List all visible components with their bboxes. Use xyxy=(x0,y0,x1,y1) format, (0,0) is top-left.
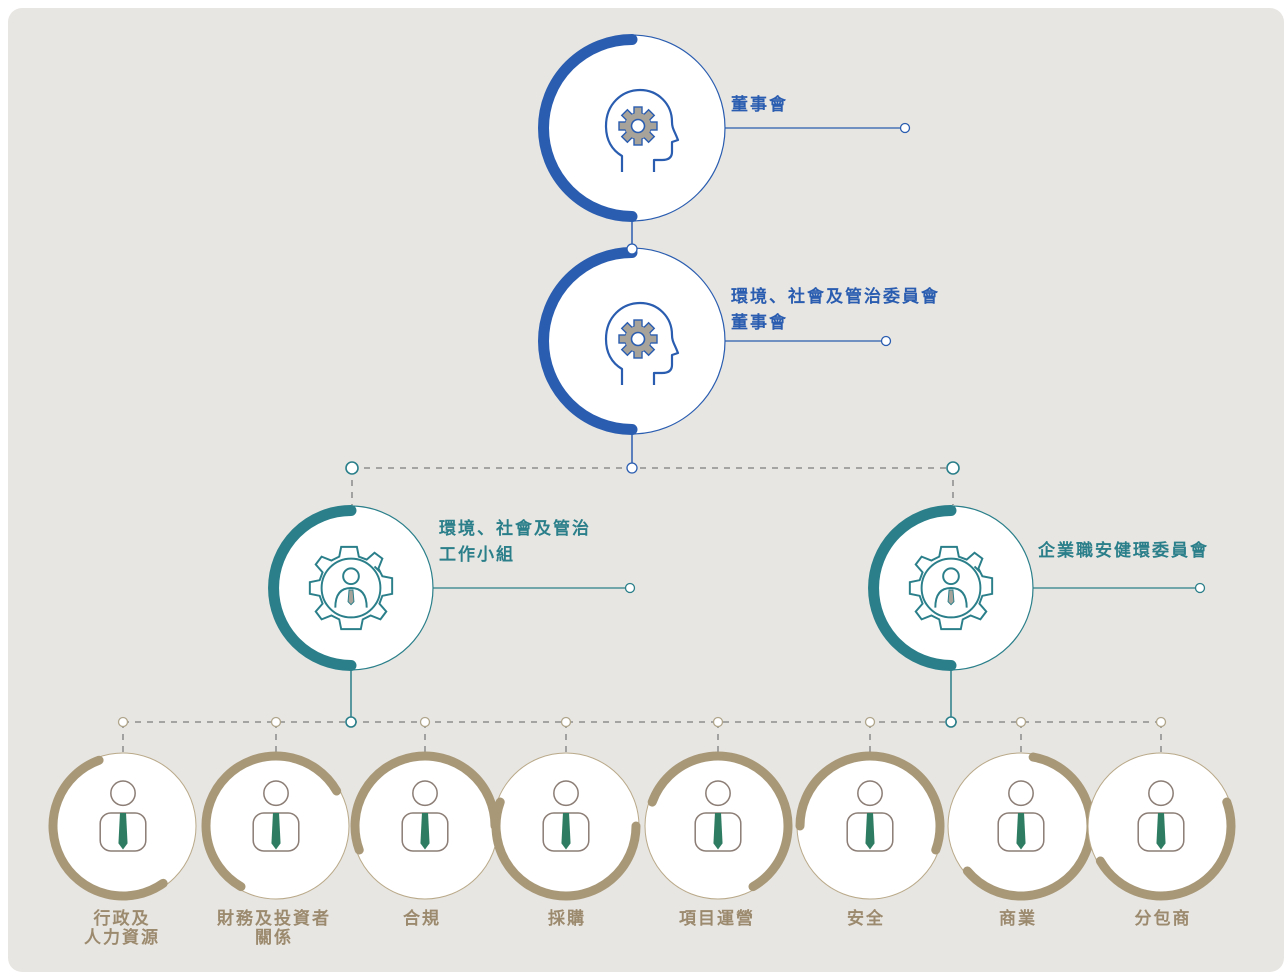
dept-label-line: 財務及投資者 xyxy=(217,909,331,929)
esg-committee-label-line-1: 環境、社會及管治委員會 xyxy=(731,287,940,307)
esg-working-group-label: 環境、社會及管治 工作小組 xyxy=(439,516,591,568)
dept-label-line: 關係 xyxy=(255,928,293,948)
board-leader-end-dot xyxy=(899,122,911,134)
lower-branch-left-joint-dot xyxy=(345,716,357,728)
ohse-committee-label: 企業職安健環委員會 xyxy=(1038,538,1209,564)
esg-working-group-label-line-2: 工作小組 xyxy=(439,545,515,565)
dept-label-line: 商業 xyxy=(999,909,1037,929)
ohse-committee-leader-end-dot xyxy=(1194,582,1206,594)
dept-branch-dot xyxy=(712,716,724,728)
dept-label-safety: 安全 xyxy=(791,910,941,929)
lower-branch-right-joint-dot xyxy=(945,716,957,728)
dept-node-accent-arc xyxy=(350,751,500,855)
board-label-line-1: 董事會 xyxy=(731,95,788,115)
top-node-esg-committee-accent-arc xyxy=(538,247,638,435)
dept-label-admin-hr: 行政及 人力資源 xyxy=(47,910,197,948)
dept-label-line: 行政及 xyxy=(93,909,151,929)
dept-label-line: 項目運營 xyxy=(679,909,755,929)
upper-branch-right-dot xyxy=(946,461,960,475)
esg-working-group-label-line-1: 環境、社會及管治 xyxy=(439,519,591,539)
ohse-committee-label-line-1: 企業職安健環委員會 xyxy=(1038,541,1209,561)
dept-node-accent-arc xyxy=(201,751,342,892)
dept-node-accent-arc xyxy=(48,755,168,901)
dept-label-line: 人力資源 xyxy=(84,928,160,948)
upper-branch-center-dot xyxy=(626,462,638,474)
board-label: 董事會 xyxy=(731,92,788,118)
working-group-leader-end-dot xyxy=(624,582,636,594)
dept-label-line: 安全 xyxy=(847,909,885,929)
dept-branch-dot xyxy=(1015,716,1027,728)
dept-branch-dot xyxy=(117,716,129,728)
dept-label-finance-ir: 財務及投資者 關係 xyxy=(199,910,349,948)
dept-label-line: 採購 xyxy=(548,909,586,929)
dept-node-accent-arc xyxy=(647,751,793,892)
dept-branch-dot xyxy=(560,716,572,728)
dept-label-line: 分包商 xyxy=(1134,909,1192,929)
dept-node-accent-arc xyxy=(795,751,945,855)
esg-committee-label: 環境、社會及管治委員會 董事會 xyxy=(731,284,940,336)
dept-node-accent-arc xyxy=(1095,797,1236,901)
dept-label-compliance: 合規 xyxy=(347,910,497,929)
dept-label-project-operations: 項目運營 xyxy=(642,910,792,929)
board-committee-joint-dot xyxy=(626,243,638,255)
mid-node-esg-working-group-accent-arc xyxy=(268,505,357,671)
dept-node-accent-arc xyxy=(962,752,1096,901)
dept-branch-dot xyxy=(864,716,876,728)
dept-label-line: 合規 xyxy=(403,909,441,929)
dept-branch-dot xyxy=(419,716,431,728)
dept-label-commercial: 商業 xyxy=(943,910,1093,929)
dept-branch-dot xyxy=(1155,716,1167,728)
top-node-board-accent-arc xyxy=(538,34,638,222)
upper-branch-left-dot xyxy=(345,461,359,475)
dept-label-procurement: 採購 xyxy=(492,910,642,929)
esg-committee-leader-end-dot xyxy=(880,335,892,347)
dept-label-subcontractors: 分包商 xyxy=(1088,910,1238,929)
dept-node-accent-arc xyxy=(491,797,641,901)
esg-committee-label-line-2: 董事會 xyxy=(731,313,788,333)
mid-node-ohse-committee-accent-arc xyxy=(868,505,957,671)
dept-branch-dot xyxy=(270,716,282,728)
